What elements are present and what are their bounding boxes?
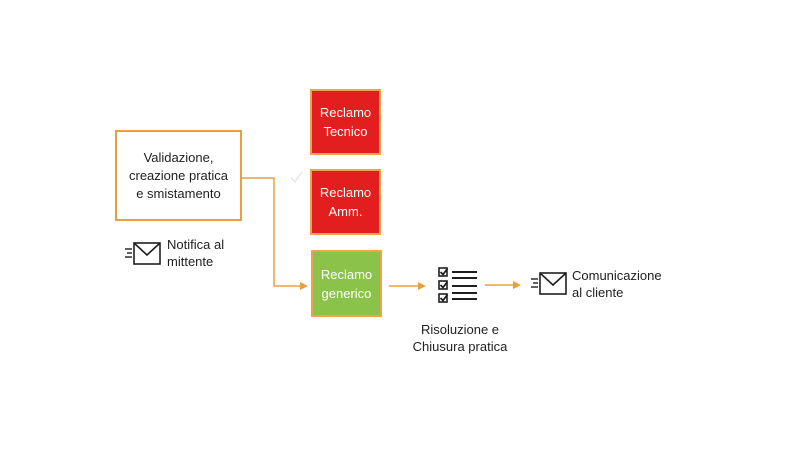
envelope-icon: [531, 272, 567, 295]
connector-validation-to-generico: [242, 177, 308, 290]
comunicazione-label: Comunicazione al cliente: [572, 268, 662, 300]
reclamo-tecnico-text: Reclamo Tecnico: [319, 105, 372, 139]
reclamo-generico-text: Reclamo generico: [320, 266, 373, 301]
reclamo-amm-text: Reclamo Amm.: [319, 185, 372, 219]
checklist-icon: [438, 267, 477, 303]
notifica-label: Notifica al mittente: [167, 237, 225, 269]
reclamo-tecnico-box: Reclamo Tecnico: [310, 89, 381, 155]
envelope-icon: [125, 242, 161, 265]
risoluzione-label: Risoluzione e Chiusura pratica: [412, 322, 508, 354]
reclamo-amm-box: Reclamo Amm.: [310, 169, 381, 235]
faint-check-mark: [290, 171, 303, 183]
reclamo-generico-box: Reclamo generico: [311, 250, 382, 317]
validation-text: Validazione, creazione pratica e smistam…: [129, 149, 228, 201]
validation-box: Validazione, creazione pratica e smistam…: [115, 130, 242, 221]
